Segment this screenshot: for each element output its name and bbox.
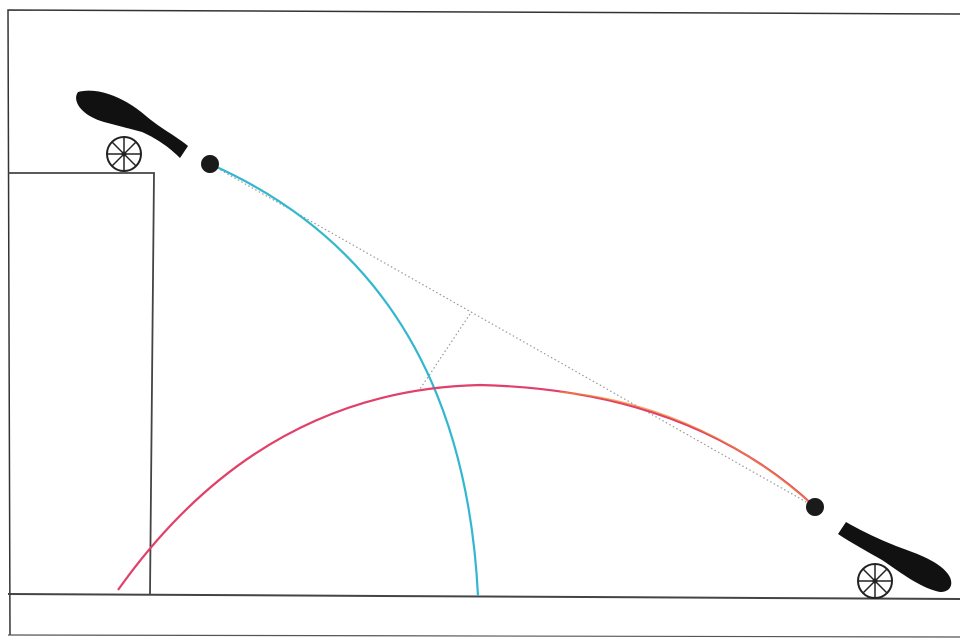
upper-cannon-barrel — [76, 91, 188, 158]
upper-cannonball — [201, 155, 219, 173]
lower-cannonball — [806, 498, 824, 516]
lower-cannon-barrel — [838, 522, 951, 592]
launched-trajectory-tail — [560, 392, 815, 507]
lower-cannon — [838, 522, 951, 598]
lower-cannon-wheel — [858, 564, 892, 598]
launched-trajectory — [118, 385, 815, 590]
ground-line — [8, 594, 960, 599]
upper-cannon-wheel — [107, 137, 141, 171]
perpendicular-line — [420, 314, 470, 389]
falling-trajectory — [210, 164, 478, 596]
upper-cannon — [76, 91, 188, 171]
cliff — [8, 173, 154, 594]
ground-bottom-line — [8, 635, 960, 637]
